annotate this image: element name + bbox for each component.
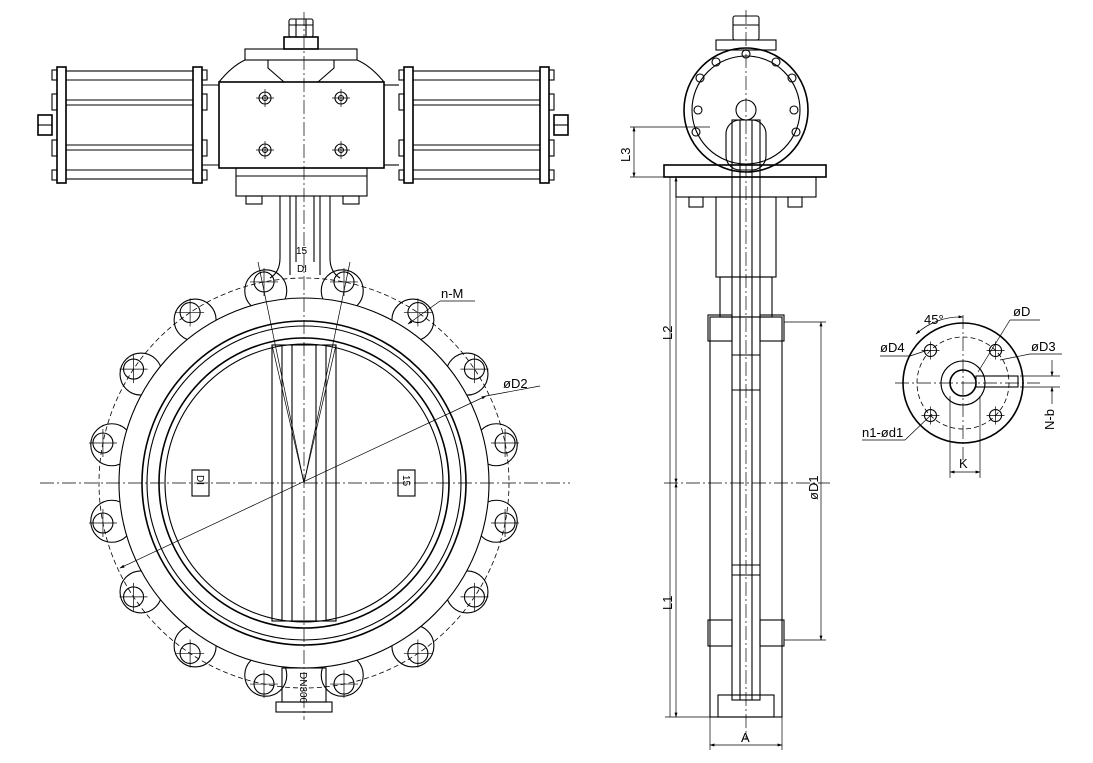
actuator-body [218,18,385,205]
n-b-label: N-b [1042,409,1057,430]
l3-label: L3 [618,148,633,162]
pressure-label: 15 [296,246,308,257]
side-bolt [791,127,801,137]
side-bolt [787,73,797,83]
side-bolt [771,57,781,67]
d-label: øD [1013,304,1030,319]
d2-label: øD2 [503,376,528,391]
side-bolt [789,105,799,115]
n1-d1-label: n1-ød1 [862,425,903,440]
flange-detail-view: N-b K øD øD3 øD4 45° n1-ød1 [862,304,1062,478]
left-actuator-cylinder [37,66,219,184]
angle-label: 45° [924,312,944,327]
side-bolt [695,73,705,83]
seat-seal-top-left [707,314,733,342]
seat-seal-bottom-left [707,619,733,647]
l2-label: L2 [660,326,675,340]
n-m-label: n-M [441,286,463,301]
d1-label: øD1 [806,475,821,500]
material-label-left: DI [194,475,205,485]
mounting-bolts [256,89,350,159]
seat-seal-bottom-right [759,619,785,647]
valve-neck: 15 DI [269,196,341,279]
side-bolt [693,105,703,115]
dn-label: DN300 [297,672,308,704]
pressure-label-right: 15 [400,475,411,487]
right-actuator-cylinder [384,66,569,184]
l1-label: L1 [660,596,675,610]
side-view: L3 L2 L1 [618,10,830,750]
d4-label: øD4 [880,340,905,355]
material-label-neck: DI [297,264,307,275]
side-bolt [711,57,721,67]
side-actuator: L3 [618,15,827,178]
side-bolt [691,127,701,137]
a-label: A [741,730,750,745]
k-label: K [959,456,968,471]
front-view: 15 DI DI [37,12,570,720]
seat-seal-top-right [759,314,785,342]
valve-body: DI 15 DN300 øD2 n-M [40,12,570,720]
d3-label: øD3 [1031,339,1056,354]
